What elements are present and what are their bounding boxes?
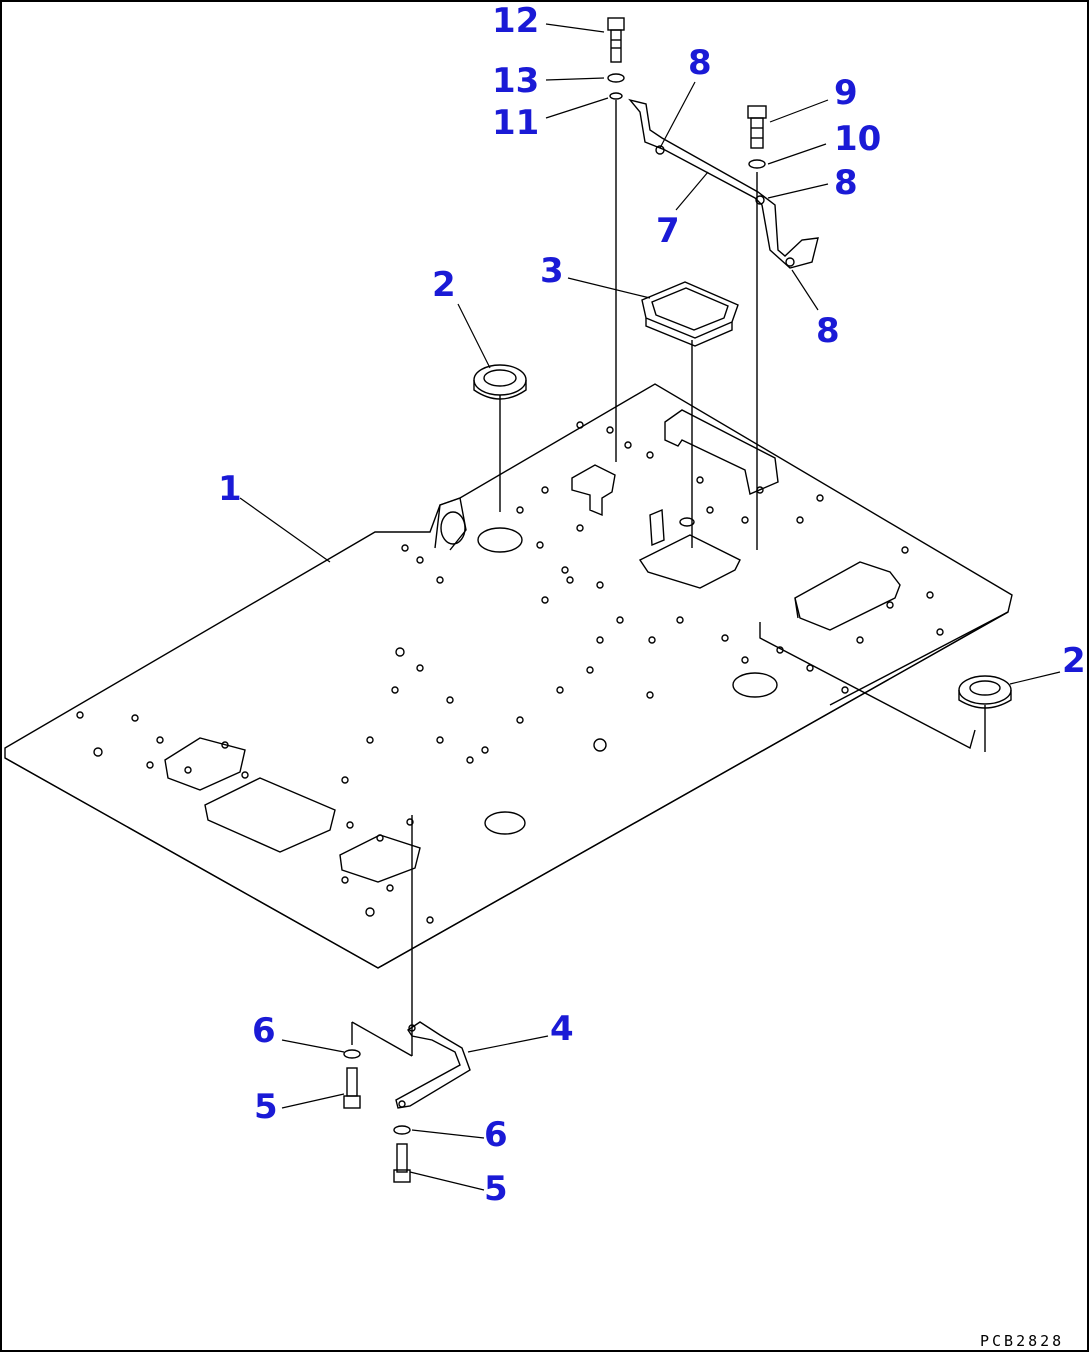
bolt-12 <box>607 17 625 63</box>
washer-10 <box>748 159 766 169</box>
callout-6-right: 6 <box>484 1115 508 1155</box>
bezel-3 <box>641 281 739 548</box>
callout-13: 13 <box>492 61 539 101</box>
callout-10: 10 <box>834 119 881 159</box>
bracket-4 <box>395 1021 471 1109</box>
callout-2-left: 2 <box>432 265 456 305</box>
line-art <box>4 17 1013 1183</box>
callout-labels: 12 13 11 8 9 10 8 7 3 8 2 1 2 6 4 5 6 5 <box>218 1 1086 1209</box>
drawing-code: PCB2828 <box>980 1332 1064 1350</box>
grommet-right <box>958 675 1012 752</box>
washer-6-left <box>343 1049 361 1059</box>
bolt-9 <box>747 105 767 149</box>
leader-lines <box>239 23 1061 1191</box>
callout-1: 1 <box>218 469 242 509</box>
grommet-left <box>473 364 527 512</box>
washer-13 <box>607 73 625 83</box>
washer-6-right <box>393 1125 411 1135</box>
bolt-5-left <box>343 1067 361 1109</box>
callout-8-top: 8 <box>688 43 712 83</box>
callout-9: 9 <box>834 73 858 113</box>
callout-3: 3 <box>540 251 564 291</box>
callout-8-bottom: 8 <box>816 311 840 351</box>
bracket-7 <box>628 98 819 269</box>
callout-6-left: 6 <box>252 1011 276 1051</box>
callout-2-right: 2 <box>1062 641 1086 681</box>
callout-4: 4 <box>550 1009 574 1049</box>
callout-5-right: 5 <box>484 1169 508 1209</box>
callout-8-right: 8 <box>834 163 858 203</box>
floor-plate <box>4 383 1013 969</box>
callout-7: 7 <box>656 211 680 251</box>
callout-5-left: 5 <box>254 1087 278 1127</box>
mounting-holes <box>76 421 944 924</box>
washer-11 <box>609 92 623 100</box>
callout-11: 11 <box>492 103 539 143</box>
callout-12: 12 <box>492 1 539 41</box>
bolt-5-right <box>393 1143 411 1183</box>
